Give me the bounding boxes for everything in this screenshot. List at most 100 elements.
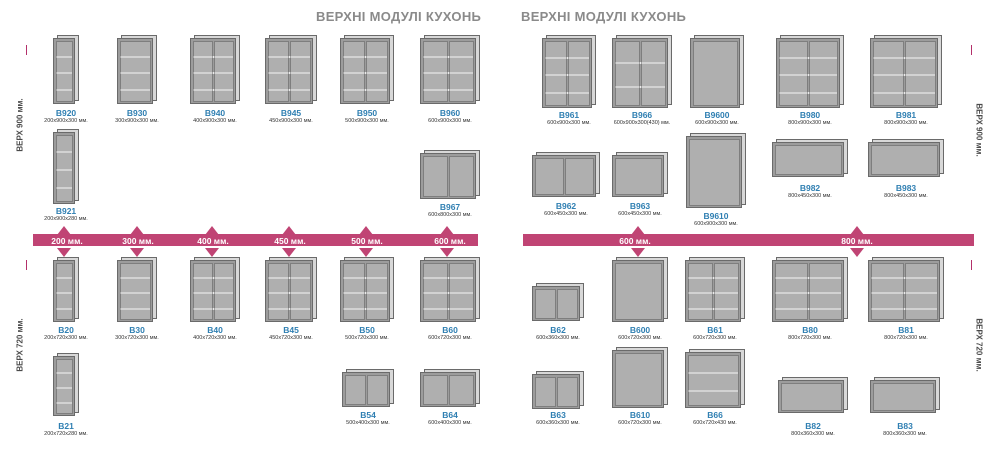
module-code: B83 [897,421,913,431]
cabinet-body [53,132,75,204]
cabinet-shelf [193,89,233,91]
cabinet-body [265,38,313,104]
cabinet-shelf [423,56,473,58]
module-code: B9600 [704,110,730,120]
cabinet-door [615,41,640,106]
cabinet-door [345,375,366,405]
cabinet-door [193,263,213,320]
cabinet-door [535,158,564,195]
module-code: B950 [356,108,378,118]
cabinet-door [775,263,808,320]
module-dimensions: 500x900x300 мм. [345,118,389,124]
cabinet-body [868,260,940,322]
marker-triangle-up [130,226,144,235]
module-dimensions: 800x450x300 мм. [788,193,832,199]
cabinet-body [612,260,664,322]
module-code: B40 [207,325,223,335]
cabinet-body [690,38,740,108]
cabinet-shelf [193,72,233,74]
cabinet-door [423,41,448,102]
module-code: B920 [55,108,77,118]
module-code: B81 [898,325,914,335]
width-label-400: 400 мм. [197,236,229,246]
module-dimensions: 600x400x300 мм. [428,420,472,426]
marker-triangle-up [57,226,71,235]
module-dimensions: 600x450x300 мм. [544,211,588,217]
cabinet-body [612,350,664,408]
module-code: B945 [280,108,302,118]
module-dimensions: 600x720x300 мм. [428,335,472,341]
cabinet-shelf [775,292,841,294]
cabinet-shelf [779,57,837,59]
cabinet-door [693,41,738,106]
cabinet-body [190,260,236,322]
cabinet-body [53,356,75,416]
cabinet-door [873,383,934,411]
cabinet-shelf [343,308,387,310]
cabinet-shelf [343,277,387,279]
cabinet-shelf [343,72,387,74]
cabinet-door [214,41,234,102]
cabinet-door [641,41,666,106]
cabinet-door [565,158,594,195]
module-code: B967 [439,202,461,212]
module-dimensions: 800x900x300 мм. [788,120,832,126]
width-label-450: 450 мм. [274,236,306,246]
edge-mark [971,260,972,270]
cabinet-body [686,136,742,208]
module-dimensions: 800x360x300 мм. [883,431,927,437]
cabinet-shelf [871,277,937,279]
module-code: B66 [707,410,723,420]
cabinet-door [268,41,289,102]
cabinet-body [532,374,580,409]
side-label-right-bottom: ВЕРХ 720 мм. [974,318,984,372]
module-code: B61 [707,325,723,335]
cabinet-body [420,38,476,104]
width-band-right [523,234,974,246]
module-code: B940 [204,108,226,118]
width-label-500: 500 мм. [351,236,383,246]
marker-triangle-up [359,226,373,235]
cabinet-body [772,142,844,177]
module-code: B9610 [703,211,729,221]
module-code: B982 [799,183,821,193]
module-dimensions: 600x900x300 мм. [694,221,738,227]
module-code: B921 [55,206,77,216]
cabinet-shelf [268,56,310,58]
module-dimensions: 500x400x300 мм. [346,420,390,426]
section-title-left: ВЕРХНІ МОДУЛІ КУХОНЬ [316,9,482,24]
cabinet-door [193,41,213,102]
module-dimensions: 600x900x300 мм. [547,120,591,126]
cabinet-door [56,263,73,320]
marker-triangle-down [130,248,144,257]
module-code: B600 [629,325,651,335]
cabinet-door [714,263,739,320]
cabinet-body [340,38,390,104]
cabinet-shelf [775,308,841,310]
cabinet-body [420,260,476,322]
cabinet-door [343,41,365,102]
cabinet-door [568,41,590,106]
cabinet-shelf [873,92,935,94]
width-label-800-right: 800 мм. [841,236,873,246]
edge-mark [26,45,27,55]
width-label-600: 600 мм. [434,236,466,246]
cabinet-shelf [545,92,589,94]
module-code: B963 [629,201,651,211]
cabinet-shelf [871,292,937,294]
cabinet-door [120,263,151,320]
cabinet-body [420,153,476,199]
cabinet-body [612,38,668,108]
cabinet-shelf [545,74,589,76]
module-dimensions: 200x720x280 мм. [44,431,88,437]
cabinet-door [775,145,842,175]
marker-triangle-up [631,226,645,235]
cabinet-shelf [779,92,837,94]
module-dimensions: 600x720x300 мм. [618,335,662,341]
module-code: B80 [802,325,818,335]
cabinet-shelf [343,89,387,91]
side-label-left-bottom: ВЕРХ 720 мм. [15,318,25,372]
module-code: B64 [442,410,458,420]
cabinet-shelf [268,308,310,310]
cabinet-body [342,372,390,407]
